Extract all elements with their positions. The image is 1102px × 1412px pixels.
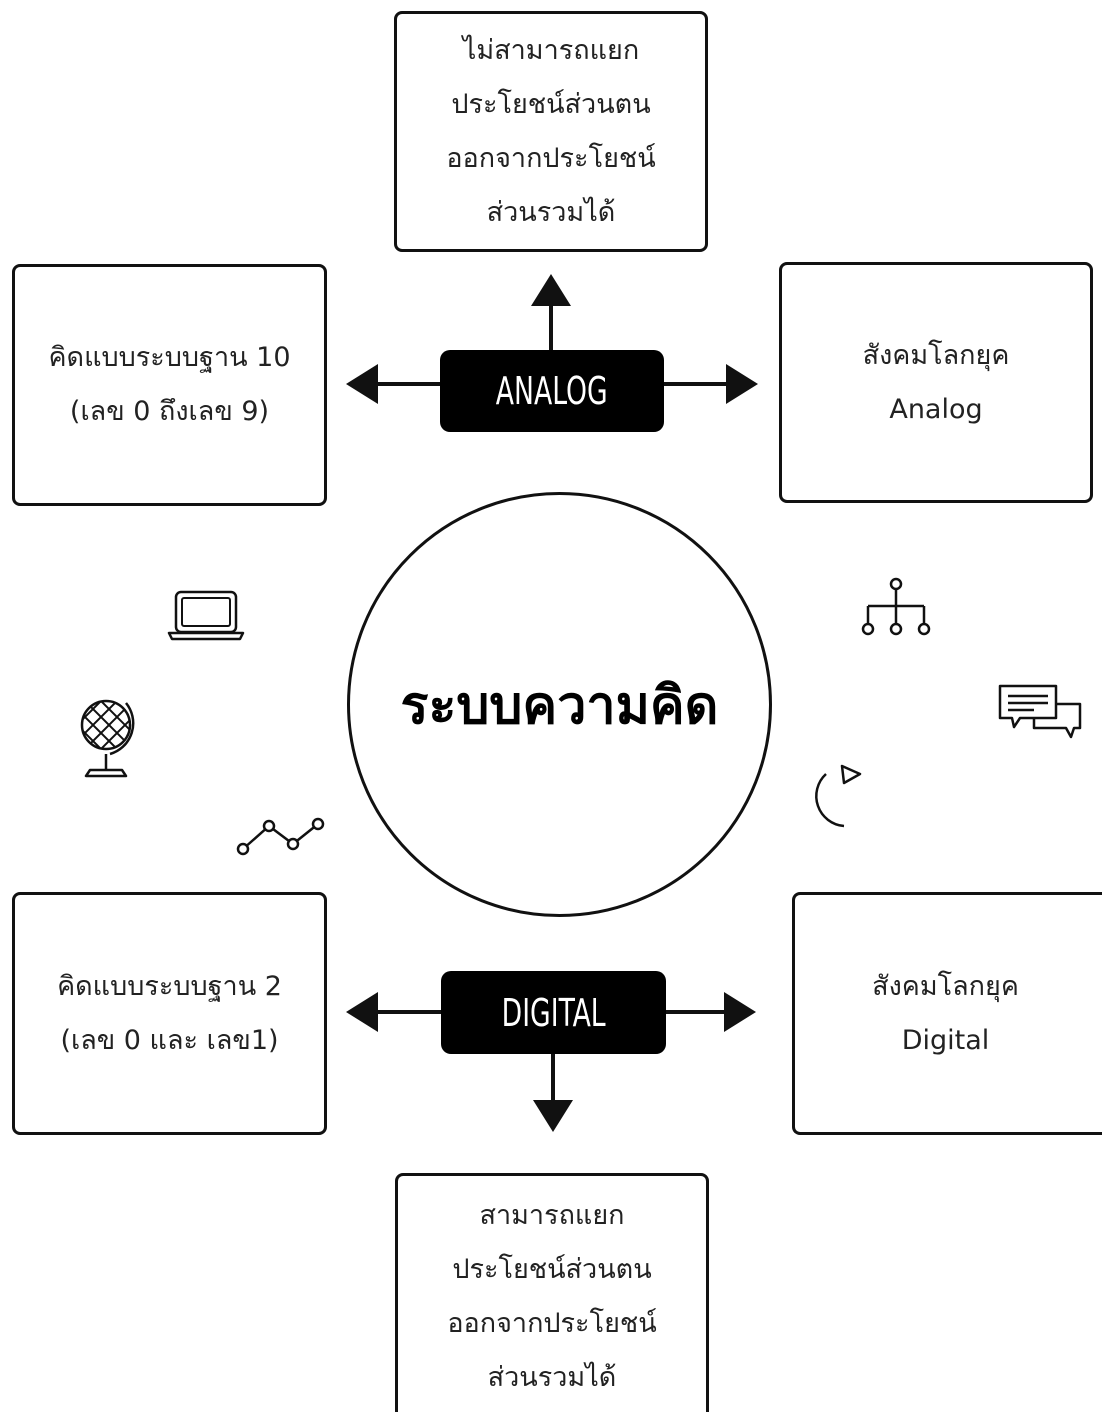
- digital-bottom-line-1: สามารถแยก: [479, 1200, 625, 1231]
- analog-top-line-2: ประโยชน์ส่วนตน: [451, 88, 651, 120]
- digital-left-line-2: (เลข 0 และ เลข1): [60, 1024, 279, 1056]
- digital-bottom-line-2: ประโยชน์ส่วนตน: [452, 1254, 652, 1285]
- digital-left-box: คิดแบบระบบฐาน 2 (เลข 0 และ เลข1): [12, 892, 327, 1135]
- globe-icon: [80, 699, 135, 778]
- digital-label: DIGITAL: [441, 971, 666, 1054]
- analog-left-line-1: คิดแบบระบบฐาน 10: [48, 342, 291, 373]
- analog-top-line-3: ออกจากประโยชน์: [446, 142, 656, 174]
- digital-bottom-line-4: ส่วนรวมได้: [487, 1362, 617, 1393]
- laptop-icon: [167, 590, 245, 641]
- line-graph-icon: [236, 817, 325, 856]
- digital-left-line-1: คิดแบบระบบฐาน 2: [57, 970, 282, 1002]
- analog-right-line-1: สังคมโลกยุค: [862, 339, 1010, 371]
- analog-left-line-2: (เลข 0 ถึงเลข 9): [69, 396, 270, 427]
- digital-label-text: DIGITAL: [501, 990, 606, 1035]
- analog-left-box: คิดแบบระบบฐาน 10 (เลข 0 ถึงเลข 9): [12, 264, 327, 506]
- central-circle: ระบบความคิด: [347, 492, 772, 917]
- analog-right-line-2: Analog: [889, 393, 983, 425]
- analog-label: ANALOG: [440, 350, 664, 432]
- center-title: ระบบความคิด: [400, 676, 719, 736]
- digital-bottom-line-3: ออกจากประโยชน์: [447, 1308, 657, 1339]
- digital-right-line-2: Digital: [901, 1024, 990, 1056]
- analog-label-text: ANALOG: [496, 369, 608, 413]
- digital-right-box: สังคมโลกยุค Digital: [792, 892, 1102, 1135]
- org-chart-icon: [861, 577, 931, 636]
- digital-bottom-box: สามารถแยก ประโยชน์ส่วนตน ออกจากประโยชน์ …: [395, 1173, 709, 1412]
- analog-right-box: สังคมโลกยุค Analog: [779, 262, 1093, 503]
- analog-top-box: ไม่สามารถแยก ประโยชน์ส่วนตน ออกจากประโยช…: [394, 11, 708, 252]
- analog-top-line-4: ส่วนรวมได้: [486, 196, 616, 228]
- digital-right-line-1: สังคมโลกยุค: [872, 970, 1019, 1002]
- chat-bubbles-icon: [998, 684, 1082, 739]
- redo-arrow-icon: [815, 764, 862, 828]
- analog-top-line-1: ไม่สามารถแยก: [462, 34, 640, 66]
